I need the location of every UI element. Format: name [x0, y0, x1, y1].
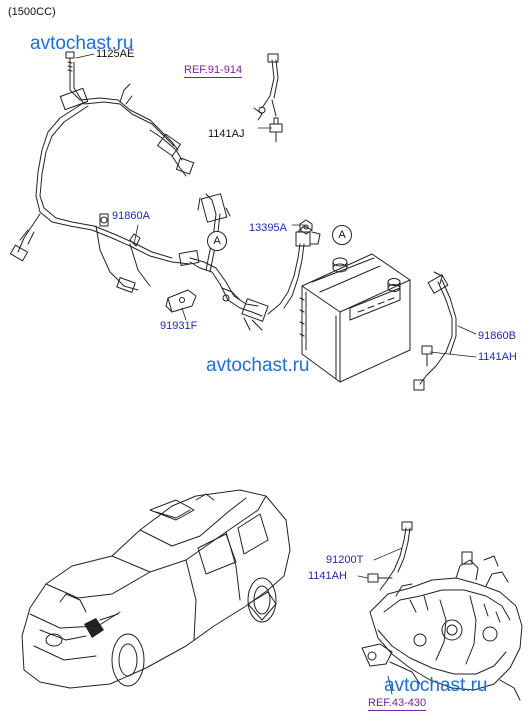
part-label-91860b[interactable]: 91860B	[478, 330, 516, 342]
car-illustration	[21, 489, 291, 689]
callout-a-right: A	[332, 225, 352, 245]
transmission-assembly	[361, 551, 523, 701]
bolt-1141aj	[269, 117, 283, 143]
watermark-bottom: avtochast.ru	[384, 675, 488, 696]
battery-cable-91860b	[413, 271, 457, 391]
leader-lines	[75, 53, 477, 358]
part-label-1141aj[interactable]: 1141AJ	[208, 128, 245, 140]
ref-link-43-430[interactable]: REF.43-430	[368, 697, 427, 711]
callout-a-left: A	[207, 231, 227, 251]
part-label-91931f[interactable]: 91931F	[160, 320, 198, 332]
engine-label: (1500CC)	[8, 6, 56, 18]
bolt-1125ae	[65, 51, 75, 73]
part-label-1125ae[interactable]: 1125AE	[96, 48, 135, 60]
ground-cable-91200t	[379, 521, 413, 591]
part-label-91860a[interactable]: 91860A	[112, 210, 150, 222]
watermark-top: avtochast.ru	[30, 33, 134, 54]
watermark-middle: avtochast.ru	[206, 355, 310, 376]
battery-highlight	[84, 618, 104, 638]
bracket-91931f	[165, 289, 197, 313]
leader-lines-bottom	[357, 547, 403, 695]
part-label-13395a[interactable]: 13395A	[249, 222, 287, 234]
bolt-1141ah-bottom	[367, 573, 393, 583]
wiring-harness-91860a	[9, 59, 269, 331]
part-label-1141ah-bottom[interactable]: 1141AH	[308, 570, 347, 582]
battery	[299, 253, 411, 383]
part-label-91200t[interactable]: 91200T	[326, 554, 364, 566]
harness-ref-91-914	[253, 53, 279, 121]
battery-cable-positive	[267, 225, 321, 315]
nut-13395a	[299, 219, 313, 235]
ref-link-91-914[interactable]: REF.91-914	[184, 64, 243, 78]
part-label-1141ah-top[interactable]: 1141AH	[478, 351, 517, 363]
bolt-1141ah-top	[421, 345, 433, 367]
